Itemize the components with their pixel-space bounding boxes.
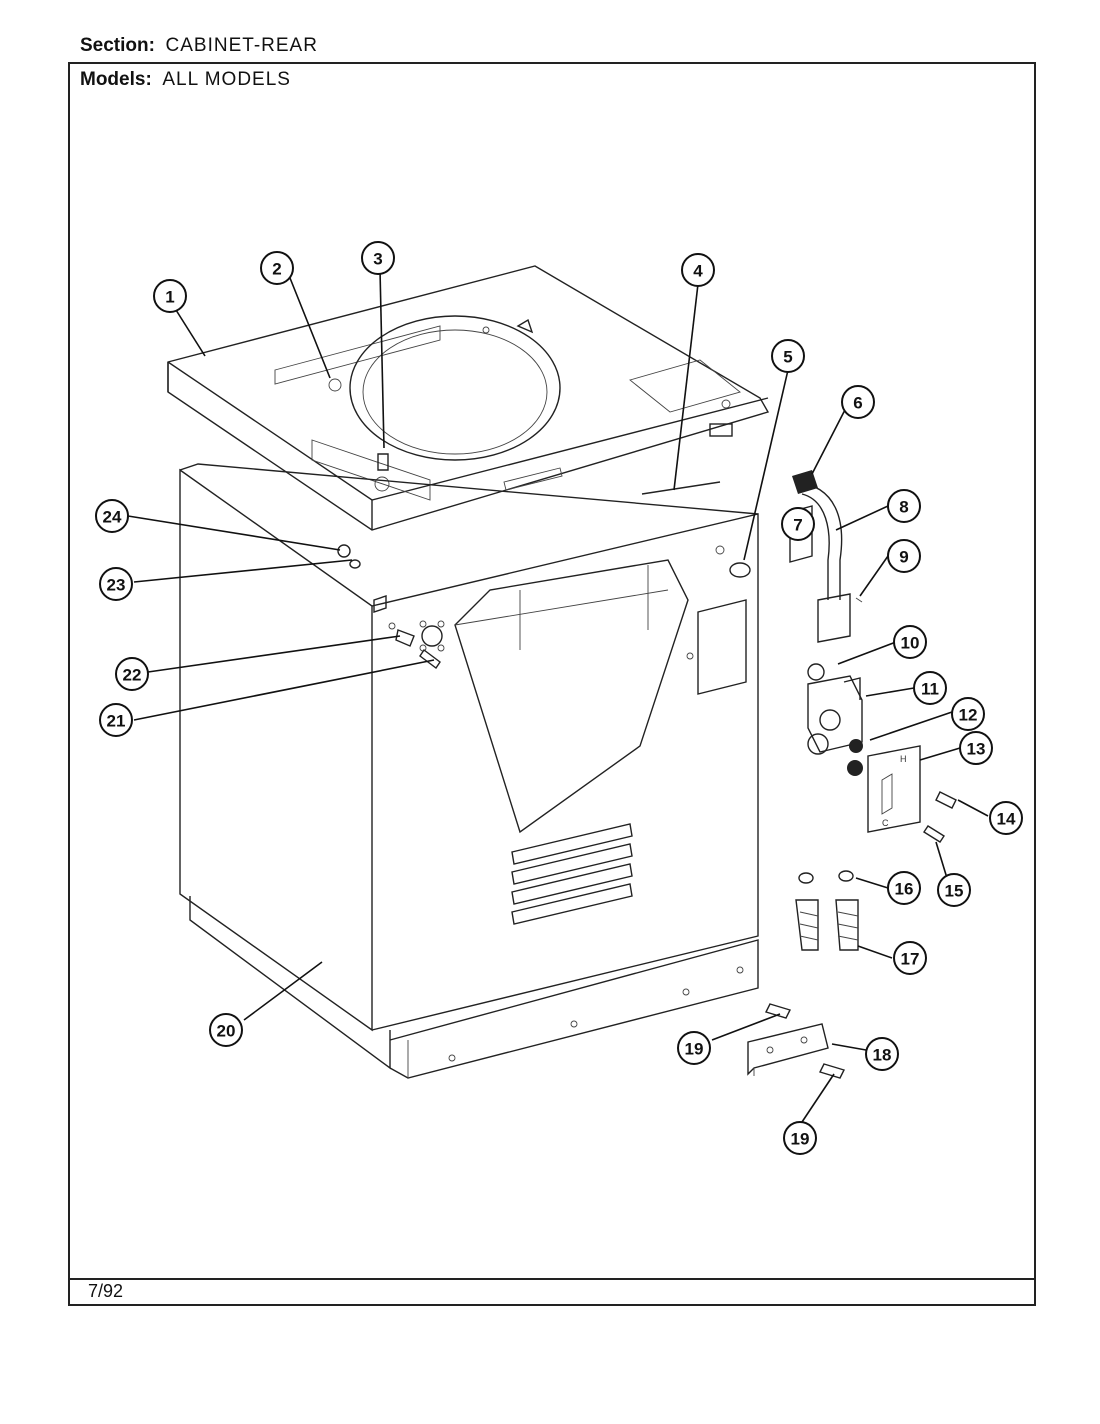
callout-11-number: 11 [921,680,939,699]
footer-divider [68,1278,1036,1280]
drawing-frame [68,62,1036,1306]
callout-7: 7 [781,507,815,541]
section-label: Section: [80,35,155,56]
callout-1: 1 [153,279,187,313]
svg-text:C: C [882,818,889,828]
callout-21: 21 [99,703,133,737]
callout-8-number: 8 [899,498,908,517]
callout-18: 18 [865,1037,899,1071]
callout-22: 22 [115,657,149,691]
callout-3-number: 3 [373,250,382,269]
callout-16-number: 16 [895,880,914,899]
leader-lines [127,269,989,1123]
callout-2-number: 2 [272,260,281,279]
callout-22-number: 22 [123,666,142,685]
callout-18-number: 18 [873,1046,892,1065]
section-value: CABINET-REAR [165,35,318,56]
callout-4-number: 4 [693,262,703,281]
callout-20: 20 [209,1013,243,1047]
cabinet-drawing [179,463,759,1079]
callout-9: 9 [887,539,921,573]
callout-7-number: 7 [793,516,802,535]
section-header: Section: CABINET-REAR [80,35,318,57]
callout-3: 3 [361,241,395,275]
callout-21-number: 21 [107,712,126,731]
inlet-hoses-drawing [795,870,859,951]
callout-6-number: 6 [853,394,862,413]
callout-14-number: 14 [997,810,1016,829]
callout-6: 6 [841,385,875,419]
callout-bubbles: 1 2 3 4 5 6 7 8 9 10 11 12 13 14 15 16 1… [95,241,1023,1155]
callout-17: 17 [893,941,927,975]
callout-24-number: 24 [103,508,122,527]
callout-8: 8 [887,489,921,523]
callout-9-number: 9 [899,548,908,567]
callout-24: 24 [95,499,129,533]
callout-19-upper: 19 [677,1031,711,1065]
callout-12-number: 12 [959,706,978,725]
callout-10: 10 [893,625,927,659]
callout-15-number: 15 [945,882,964,901]
water-valve-drawing: H C [807,663,957,843]
models-label: Models: [80,69,152,90]
callout-13: 13 [959,731,993,765]
callout-19-lower-number: 19 [791,1130,810,1149]
callout-13-number: 13 [967,740,986,759]
models-header: Models: ALL MODELS [80,69,291,91]
callout-5: 5 [771,339,805,373]
hinge-bracket-drawing [747,1003,845,1079]
callout-16: 16 [887,871,921,905]
svg-text:H: H [900,754,907,764]
callout-5-number: 5 [783,348,792,367]
callout-4: 4 [681,253,715,287]
models-value: ALL MODELS [162,69,291,90]
callout-12: 12 [951,697,985,731]
callout-2: 2 [260,251,294,285]
callout-17-number: 17 [901,950,920,969]
callout-19-upper-number: 19 [685,1040,704,1059]
callout-1-number: 1 [165,288,174,307]
callout-14: 14 [989,801,1023,835]
top-panel-drawing [167,265,770,531]
callout-19-lower: 19 [783,1121,817,1155]
fill-hose-drawing [789,470,863,643]
small-parts [337,481,751,670]
callout-20-number: 20 [217,1022,236,1041]
callout-10-number: 10 [901,634,920,653]
callout-15: 15 [937,873,971,907]
revision-date: 7/92 [88,1281,124,1301]
callout-23-number: 23 [107,576,126,595]
callout-23: 23 [99,567,133,601]
callout-11: 11 [913,671,947,705]
